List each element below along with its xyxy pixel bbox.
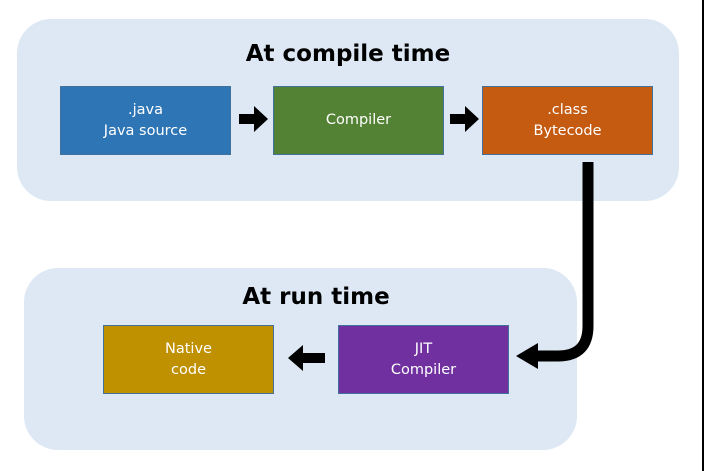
java-source-box-line1: .java: [128, 101, 163, 118]
native-code-box: Native code: [103, 325, 274, 394]
run-time-title: At run time: [242, 284, 390, 310]
jit-compiler-box-line1: JIT: [414, 340, 433, 357]
bytecode-box-line1: .class: [547, 101, 588, 118]
java-source-box: .java Java source: [60, 86, 231, 155]
bytecode-box: .class Bytecode: [482, 86, 653, 155]
native-code-box-line1: Native: [165, 340, 212, 357]
compiler-box: Compiler: [273, 86, 444, 155]
jit-compiler-box-line2: Compiler: [390, 361, 457, 378]
bytecode-box-line2: Bytecode: [533, 122, 602, 139]
java-source-box-line2: Java source: [103, 122, 188, 139]
compiler-box-label: Compiler: [325, 112, 392, 128]
compile-time-title: At compile time: [245, 41, 451, 67]
native-code-box-line2: code: [171, 361, 206, 378]
page-right-border: [702, 0, 704, 471]
jit-compiler-box: JIT Compiler: [338, 325, 509, 394]
